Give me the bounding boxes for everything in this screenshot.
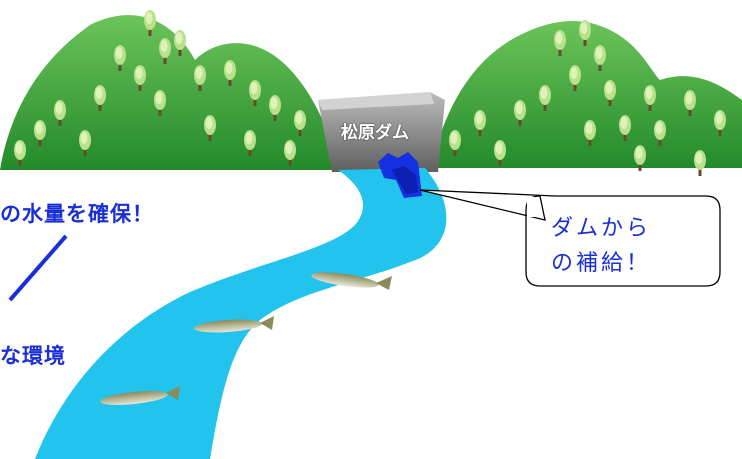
tree-icon <box>494 140 506 166</box>
tree-icon <box>54 100 66 126</box>
fish <box>311 272 392 290</box>
tree-icon <box>94 85 106 111</box>
tree-icon <box>134 65 146 91</box>
tree-icon <box>79 130 91 156</box>
tree-icon <box>694 150 706 176</box>
tree-icon <box>554 30 566 56</box>
tree-icon <box>154 90 166 116</box>
dam <box>318 92 445 172</box>
tree-icon <box>284 140 296 166</box>
tree-icon <box>269 95 281 121</box>
tree-icon <box>474 110 486 136</box>
tree-icon <box>539 85 551 111</box>
tree-icon <box>619 115 631 141</box>
tree-icon <box>249 80 261 106</box>
tree-icon <box>144 10 156 36</box>
tree-icon <box>684 90 696 116</box>
tree-icon <box>294 110 306 136</box>
river <box>35 168 447 459</box>
tree-icon <box>514 100 526 126</box>
tree-icon <box>579 20 591 46</box>
tree-icon <box>224 60 236 86</box>
tree-icon <box>244 130 256 156</box>
tree-icon <box>174 30 186 56</box>
callout-text-line-1: ダムから <box>551 216 652 241</box>
dam-name-label: 松原ダム <box>341 123 409 143</box>
callout-text-line-2: の補給！ <box>551 251 652 276</box>
tree-icon <box>634 145 646 171</box>
tree-icon <box>14 140 26 166</box>
callout-bubble <box>419 189 721 287</box>
fish <box>100 386 180 405</box>
tree-icon <box>584 120 596 146</box>
pointer-line <box>8 234 68 302</box>
water-volume-text: の水量を確保！ <box>0 202 154 226</box>
tree-icon <box>159 38 171 64</box>
tree-icon <box>204 115 216 141</box>
tree-icon <box>194 65 206 91</box>
environment-text: な環境 <box>0 344 66 368</box>
tree-icon <box>114 45 126 71</box>
tree-icon <box>34 120 46 146</box>
fish <box>194 316 274 333</box>
tree-icon <box>714 110 726 136</box>
tree-icon <box>594 45 606 71</box>
tree-icon <box>654 120 666 146</box>
tree-icon <box>449 130 461 156</box>
tree-icon <box>569 65 581 91</box>
water-release <box>378 152 422 198</box>
trees <box>14 10 726 176</box>
tree-icon <box>644 85 656 111</box>
tree-icon <box>604 80 616 106</box>
